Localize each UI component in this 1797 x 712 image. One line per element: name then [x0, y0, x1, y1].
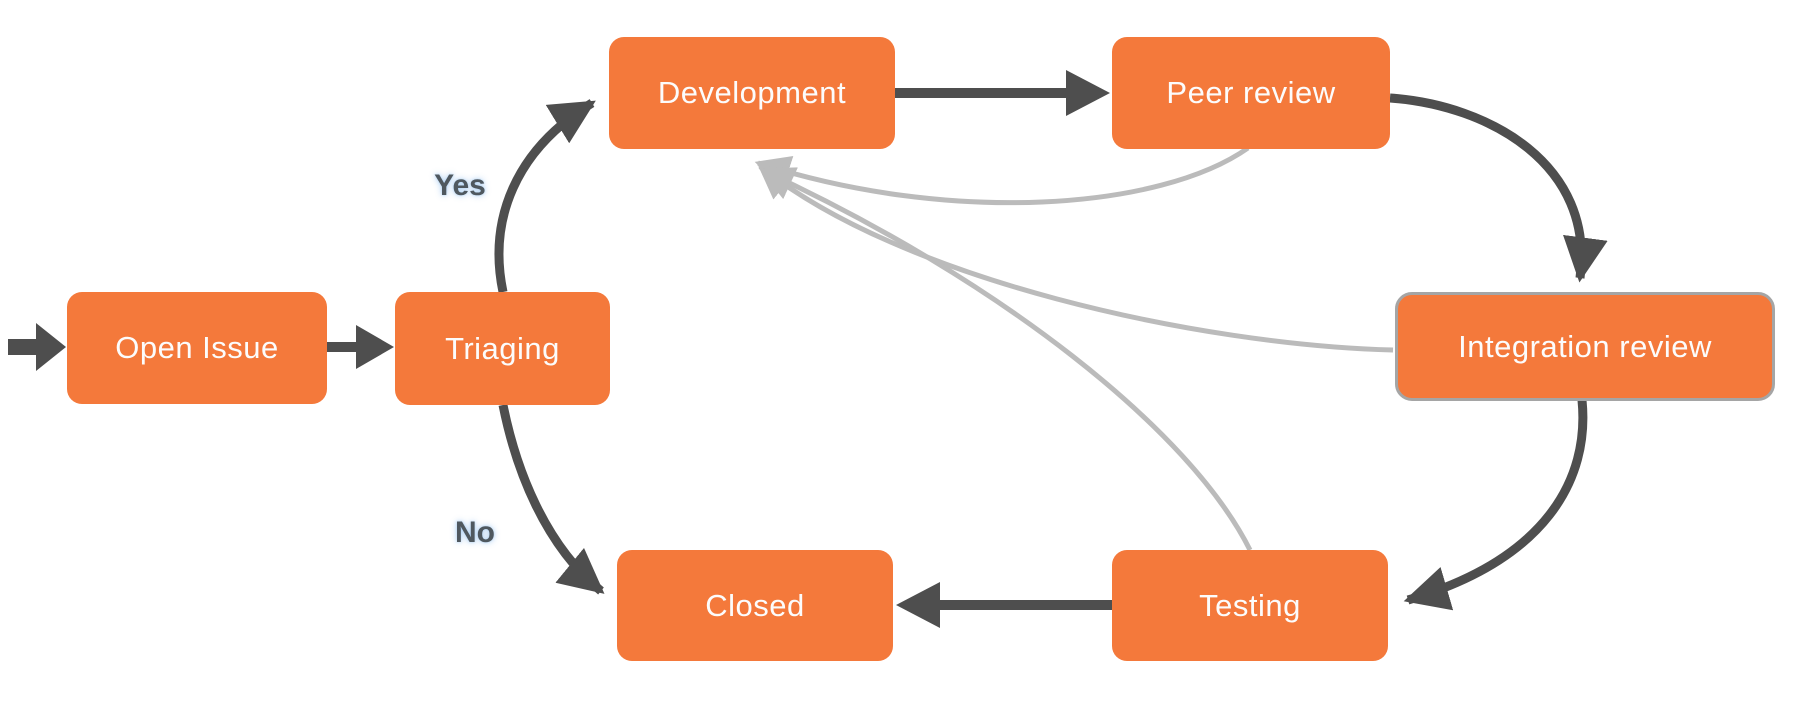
node-development-label: Development	[657, 75, 847, 110]
edge-label-no: No	[455, 516, 495, 549]
node-open-issue-label: Open Issue	[115, 330, 279, 365]
edge-peer-review-to-development	[754, 145, 1250, 206]
edge-triaging-to-closed	[498, 404, 605, 595]
edge-integration-review-to-testing	[1403, 399, 1588, 611]
main-edges	[8, 70, 1608, 628]
node-testing: Testing	[1112, 550, 1388, 661]
node-testing-label: Testing	[1199, 587, 1301, 623]
node-peer-review: Peer review	[1112, 37, 1390, 149]
node-open-issue: Open Issue	[67, 292, 327, 404]
arrowhead-closed-right	[896, 582, 940, 628]
node-closed-label: Closed	[705, 587, 805, 623]
edge-label-yes: Yes	[434, 169, 486, 202]
edge-testing-to-development	[758, 167, 1253, 552]
edge-integration-review-to-development	[757, 163, 1394, 353]
edge-peer-review-to-integration-review	[1389, 93, 1608, 283]
node-peer-review-label: Peer review	[1166, 75, 1336, 110]
arrowhead-triaging	[356, 325, 394, 369]
node-triaging-label: Triaging	[445, 330, 560, 366]
node-development: Development	[609, 37, 895, 149]
node-triaging: Triaging	[395, 292, 610, 405]
arrowhead-peer-review	[1066, 70, 1110, 116]
arrowhead-start	[36, 323, 66, 371]
return-edges	[754, 145, 1394, 552]
node-integration-review: Integration review	[1395, 292, 1775, 401]
edge-triaging-to-development	[494, 99, 596, 293]
node-integration-review-label: Integration review	[1458, 328, 1712, 364]
node-closed: Closed	[617, 550, 893, 661]
